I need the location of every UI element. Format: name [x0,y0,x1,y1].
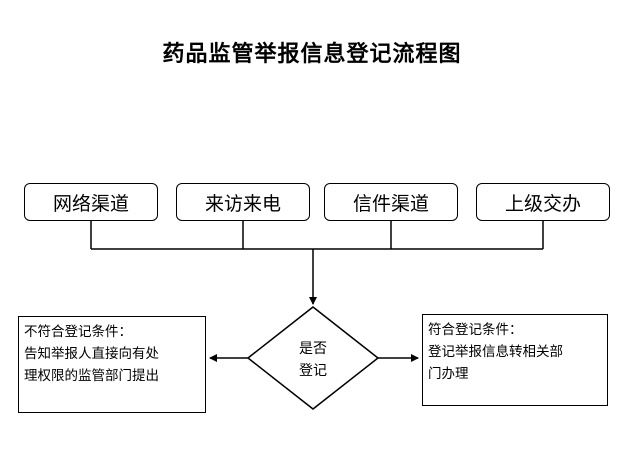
not-eligible-box: 不符合登记条件： 告知举报人直接向有处 理权限的监管部门提出 [18,316,206,413]
decision-line-1: 是否 [299,341,327,357]
channel-letter: 信件渠道 [324,183,458,221]
decision-label: 是否 登记 [283,338,343,382]
not-eligible-heading: 不符合登记条件： [24,324,132,340]
not-eligible-line-1: 告知举报人直接向有处 [24,346,159,362]
eligible-line-1: 登记举报信息转相关部 [428,344,563,360]
not-eligible-line-2: 理权限的监管部门提出 [24,368,159,384]
channel-superior-assignment: 上级交办 [476,183,610,221]
decision-diamond [246,306,380,410]
diagram-title: 药品监管举报信息登记流程图 [162,42,462,67]
channel-visit-call: 来访来电 [176,183,310,221]
eligible-heading: 符合登记条件： [428,322,523,338]
channel-online: 网络渠道 [24,183,158,221]
eligible-box: 符合登记条件： 登记举报信息转相关部 门办理 [422,314,608,406]
decision-line-2: 登记 [299,363,327,379]
eligible-line-2: 门办理 [428,366,469,382]
